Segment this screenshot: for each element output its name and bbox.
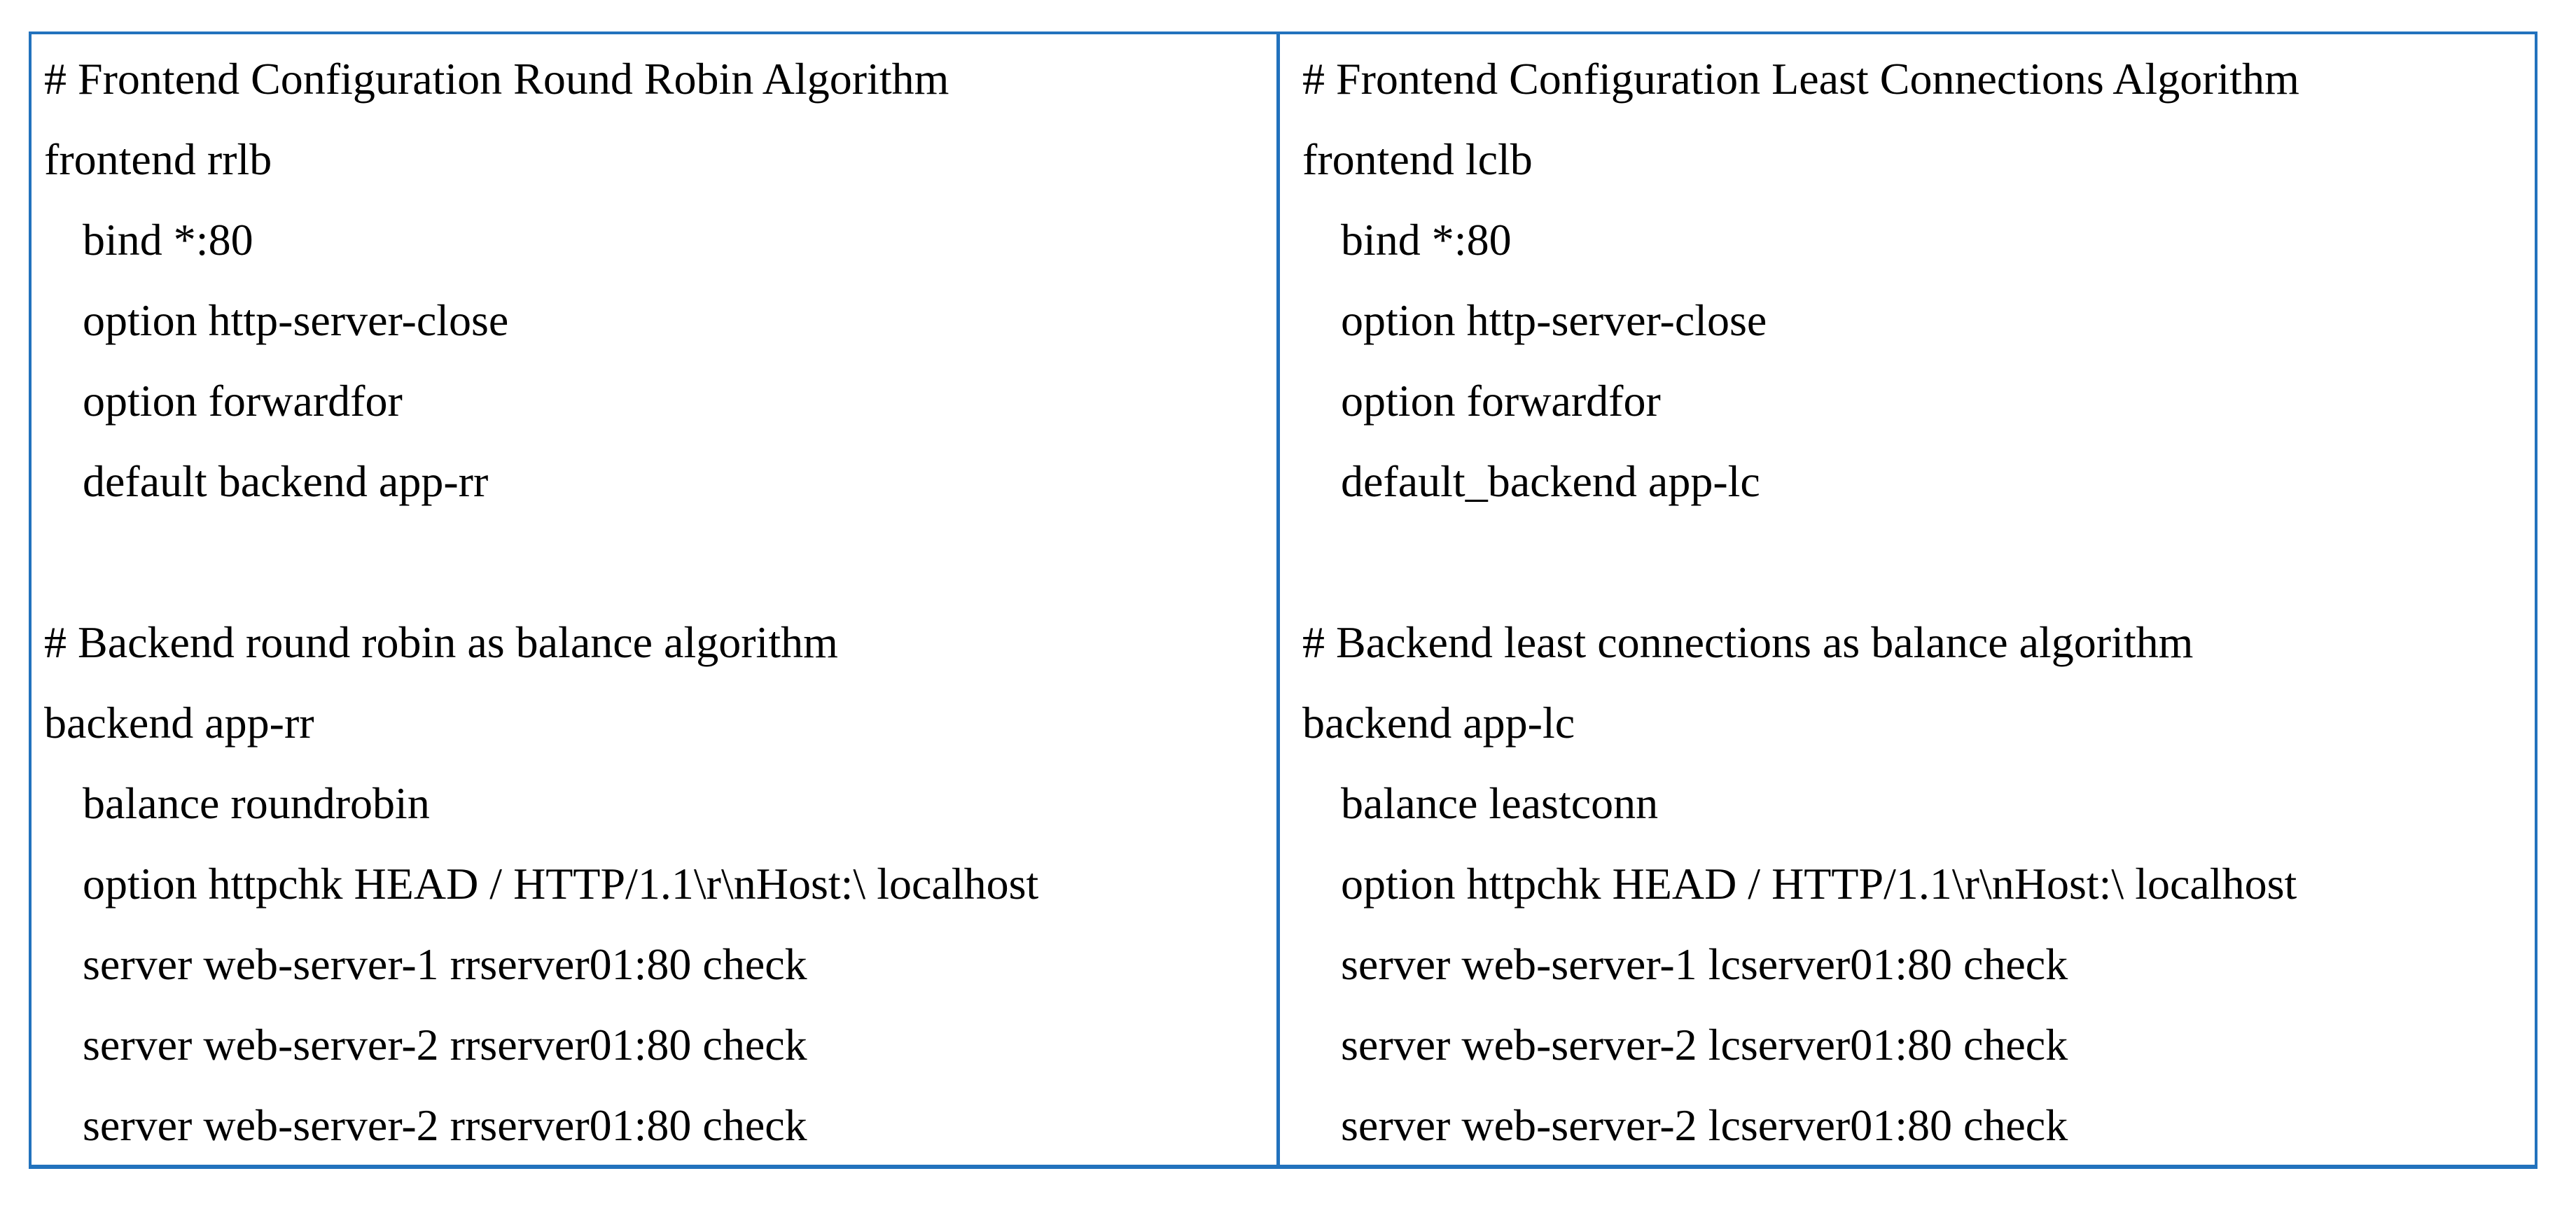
code-line: balance roundrobin <box>83 778 430 828</box>
code-line: server web-server-1 rrserver01:80 check <box>83 939 807 989</box>
config-panel-round-robin: # Frontend Configuration Round Robin Alg… <box>32 34 1276 1165</box>
code-line: option httpchk HEAD / HTTP/1.1\r\nHost:\… <box>83 859 1039 909</box>
code-line: option http-server-close <box>1341 295 1767 345</box>
blank-line <box>44 521 1269 602</box>
code-line: option forwardfor <box>83 376 403 426</box>
code-line: balance leastconn <box>1341 778 1659 828</box>
code-line: option forwardfor <box>1341 376 1661 426</box>
code-line-comment: # Backend round robin as balance algorit… <box>44 617 838 667</box>
code-line: backend app-rr <box>44 698 314 748</box>
code-line: frontend rrlb <box>44 134 272 184</box>
code-line: server web-server-2 lcserver01:80 check <box>1341 1020 2068 1070</box>
config-table: # Frontend Configuration Round Robin Alg… <box>29 31 2537 1169</box>
code-line-comment: # Backend least connections as balance a… <box>1302 617 2194 667</box>
code-line-comment: # Frontend Configuration Least Connectio… <box>1302 54 2299 104</box>
blank-line <box>1302 521 2528 602</box>
column-divider <box>1276 34 1280 1165</box>
code-line-comment: # Frontend Configuration Round Robin Alg… <box>44 54 949 104</box>
code-line: server web-server-2 lcserver01:80 check <box>1341 1100 2068 1150</box>
code-line: bind *:80 <box>1341 215 1512 265</box>
config-panel-least-connections: # Frontend Configuration Least Connectio… <box>1280 34 2535 1165</box>
code-line: default_backend app-lc <box>1341 456 1760 506</box>
code-line: default backend app-rr <box>83 456 489 506</box>
code-line: option http-server-close <box>83 295 509 345</box>
code-line: frontend lclb <box>1302 134 1533 184</box>
code-line: option httpchk HEAD / HTTP/1.1\r\nHost:\… <box>1341 859 2297 909</box>
code-line: backend app-lc <box>1302 698 1575 748</box>
code-line: server web-server-2 rrserver01:80 check <box>83 1020 807 1070</box>
code-line: bind *:80 <box>83 215 253 265</box>
code-line: server web-server-1 lcserver01:80 check <box>1341 939 2068 989</box>
code-line: server web-server-2 rrserver01:80 check <box>83 1100 807 1150</box>
